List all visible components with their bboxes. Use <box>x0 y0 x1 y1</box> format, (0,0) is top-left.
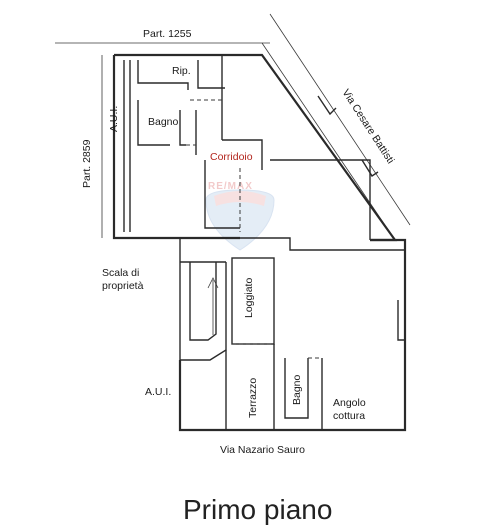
label-scala-line1: Scala di <box>102 267 139 279</box>
lower-block-top-wall <box>240 237 405 251</box>
stair-arrow-icon <box>207 277 219 289</box>
corridor-wall-right <box>222 139 263 170</box>
bagno-top-wall <box>137 100 170 146</box>
label-via-cesare-battisti: Via Cesare Battisti <box>339 87 396 166</box>
corridor-wall-right-2 <box>270 159 371 240</box>
label-aui-top: A.U.I. <box>108 106 120 132</box>
label-bagno-bottom: Bagno <box>291 374 303 405</box>
label-angolo-line2: cottura <box>333 410 365 422</box>
label-corridoio: Corridoio <box>210 151 253 163</box>
stair-outline <box>179 238 227 361</box>
lower-block-outer-wall <box>178 238 407 432</box>
label-via-nazario-sauro: Via Nazario Sauro <box>220 444 305 456</box>
label-part-1255: Part. 1255 <box>143 28 192 40</box>
label-bagno-top: Bagno <box>148 116 179 128</box>
street-line-outer <box>269 13 411 226</box>
bagno-bottom-wall <box>284 358 309 419</box>
street-line-inner <box>261 42 396 241</box>
window-1 <box>317 95 337 116</box>
window-3 <box>397 300 405 341</box>
label-loggiato: Loggiato <box>243 278 255 318</box>
caption-primo-piano: Primo piano <box>183 494 332 525</box>
label-part-2859: Part. 2859 <box>81 139 93 188</box>
rip-room-wall-2 <box>197 60 225 89</box>
label-rip: Rip. <box>172 65 191 77</box>
window-2 <box>361 159 379 177</box>
watermark-text: RE/MAX <box>208 181 253 192</box>
rip-room-wall <box>137 60 189 90</box>
label-terrazzo: Terrazzo <box>247 378 259 418</box>
upper-block-outer-wall <box>112 55 240 240</box>
label-scala-line2: proprietà <box>102 280 144 292</box>
corridor-wall-left <box>204 160 240 229</box>
bagno-top-wall-2 <box>179 110 186 146</box>
label-angolo-line1: Angolo <box>333 397 366 409</box>
stair-inner <box>189 262 217 341</box>
label-aui-bottom: A.U.I. <box>145 386 171 398</box>
